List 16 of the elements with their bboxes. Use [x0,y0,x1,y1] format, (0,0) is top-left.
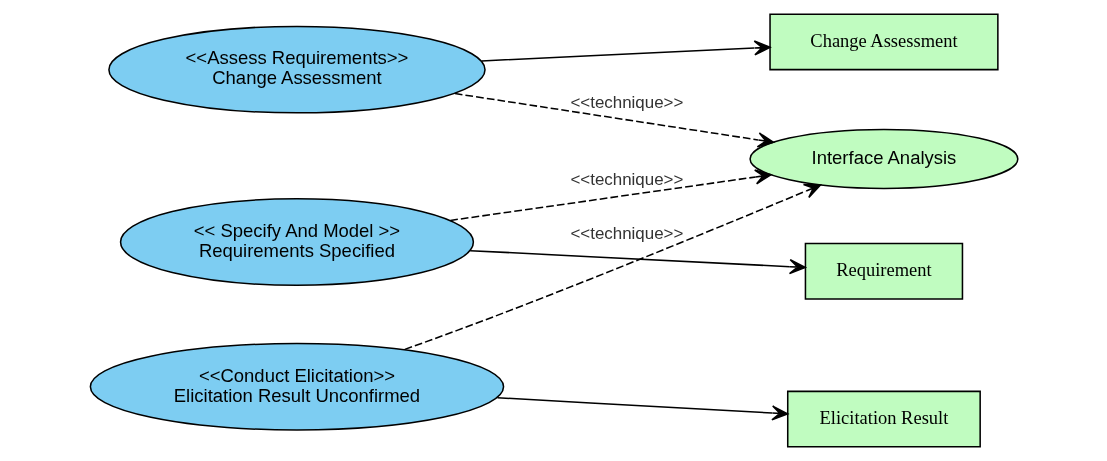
edge-label: <<technique>> [569,223,683,243]
node-ellipse: <<Assess Requirements>> Change Assessment [107,25,486,114]
node-ellipse: <<Conduct Elicitation>> Elicitation Result Unconfirmed [89,342,504,431]
node-ellipse: << Specify And Model >> Requirements Specified [119,198,474,286]
node-box: Change Assessment [768,13,999,71]
arrow [453,92,774,148]
arrow [449,169,772,222]
node-ellipse: Interface Analysis [748,128,1019,190]
edge-label: <<technique>> [569,92,683,112]
node-box: Elicitation Result [786,390,981,448]
arrow [480,40,771,62]
node-box: Requirement [804,242,963,300]
edge-label: <<technique>> [569,169,683,189]
arrow [468,249,806,275]
arrow [403,183,821,351]
arrow [496,397,788,421]
